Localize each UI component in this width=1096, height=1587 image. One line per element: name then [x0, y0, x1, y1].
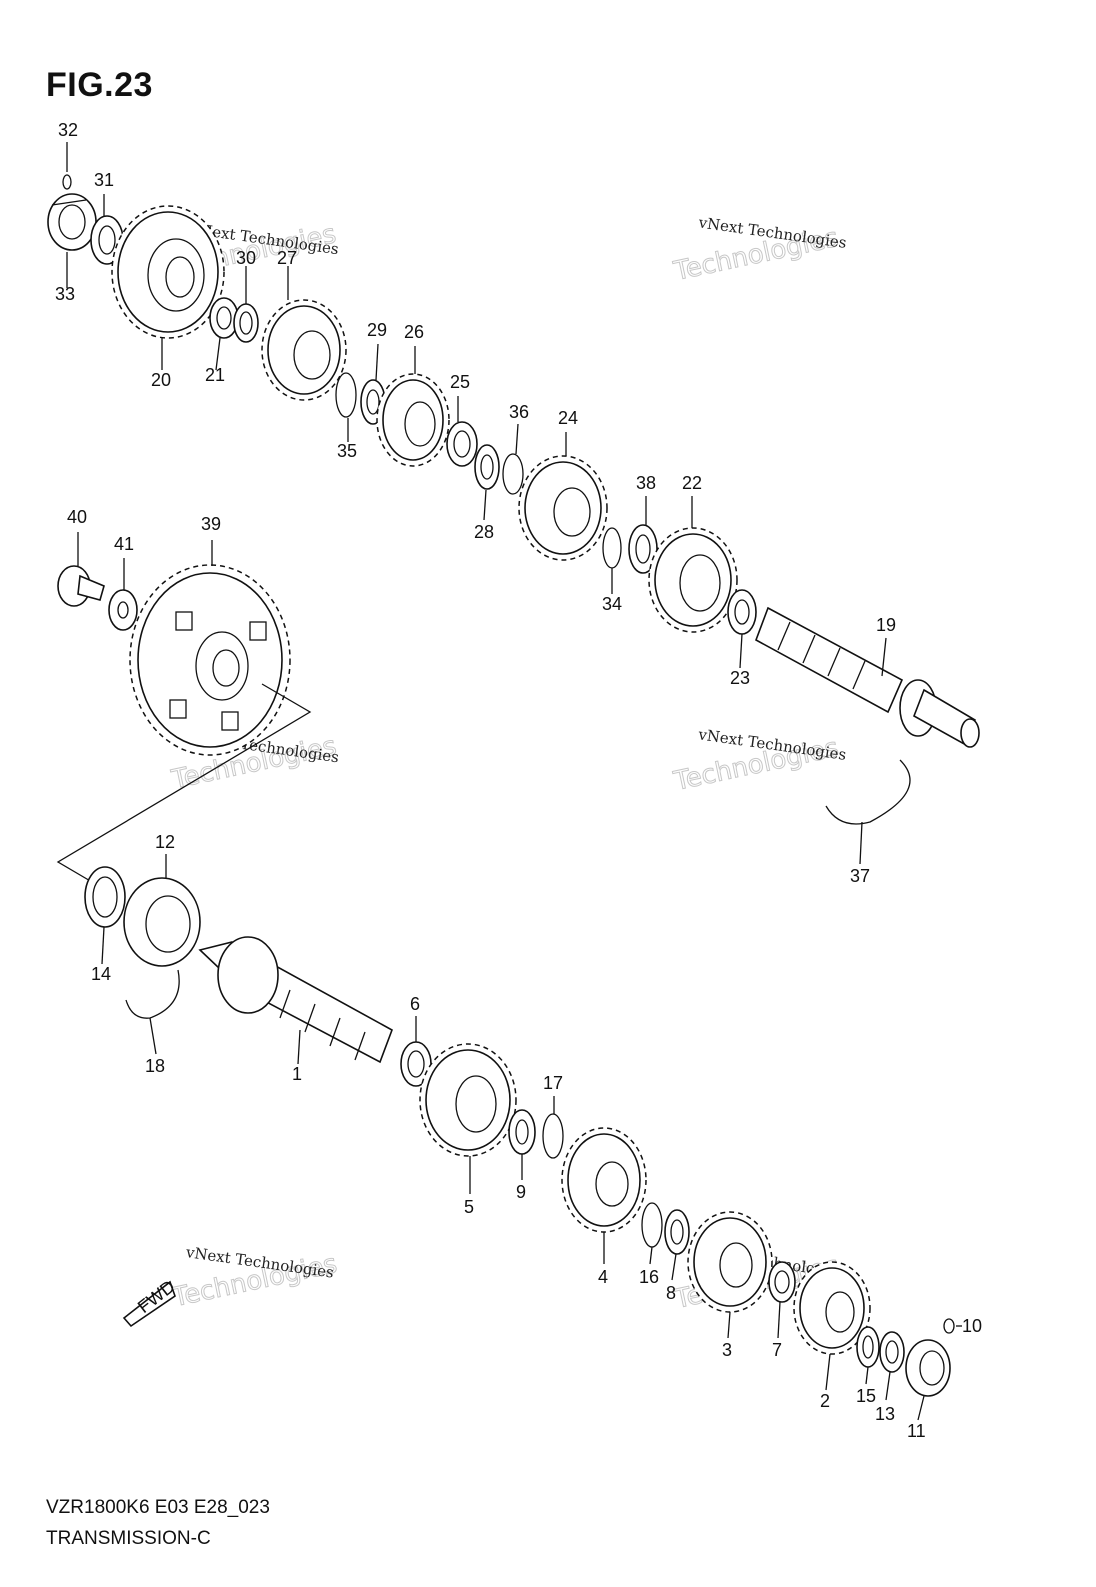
callout-13: 13 — [875, 1404, 895, 1424]
callout-3: 3 — [722, 1340, 732, 1360]
callout-9: 9 — [516, 1182, 526, 1202]
ring-part-10 — [943, 1318, 955, 1334]
gear-part-22 — [648, 527, 738, 633]
callout-7: 7 — [772, 1340, 782, 1360]
section-name: TRANSMISSION-C — [46, 1528, 211, 1549]
callout-36: 36 — [509, 402, 529, 422]
callout-30: 30 — [236, 248, 256, 268]
callout-41: 41 — [114, 534, 134, 554]
callout-5: 5 — [464, 1197, 474, 1217]
circlip-part-36 — [502, 453, 524, 495]
svg-text:FWD: FWD — [134, 1276, 179, 1317]
washer-part-30 — [233, 303, 259, 343]
callout-27: 27 — [277, 248, 297, 268]
gear-part-4 — [561, 1127, 647, 1233]
gear-part-24 — [518, 455, 608, 561]
bearing-part-11 — [905, 1339, 951, 1397]
callout-25: 25 — [450, 372, 470, 392]
bolt-part-40 — [57, 565, 105, 607]
circlip-part-16 — [641, 1202, 663, 1248]
callout-leaders — [66, 194, 962, 1421]
gear-part-2 — [793, 1261, 871, 1355]
callout-18: 18 — [145, 1056, 165, 1076]
callout-10: 10 — [962, 1316, 982, 1336]
upper-countershaft-assembly — [47, 142, 980, 825]
callout-38: 38 — [636, 473, 656, 493]
callout-26: 26 — [404, 322, 424, 342]
callout-20: 20 — [151, 370, 171, 390]
gear-part-3 — [687, 1211, 773, 1313]
shaft-part-19 — [755, 606, 980, 748]
bushing-part-23 — [727, 589, 757, 635]
ring-part-32 — [62, 142, 72, 190]
bushing-part-7 — [768, 1261, 796, 1303]
callout-39: 39 — [201, 514, 221, 534]
forward-direction-arrow-icon: FWD — [122, 1276, 179, 1328]
washer-part-14 — [84, 866, 126, 928]
gear-part-27 — [261, 299, 347, 401]
snap-ring-part-18 — [125, 969, 180, 1019]
callout-4: 4 — [598, 1267, 608, 1287]
callout-17: 17 — [543, 1073, 563, 1093]
gear-part-20 — [111, 205, 225, 339]
washer-part-28 — [474, 444, 500, 490]
model-code: VZR1800K6 E03 E28_023 — [46, 1497, 270, 1518]
callout-6: 6 — [410, 994, 420, 1014]
bushing-part-25 — [446, 421, 478, 467]
callout-24: 24 — [558, 408, 578, 428]
callout-14: 14 — [91, 964, 111, 984]
callout-22: 22 — [682, 473, 702, 493]
callout-2: 2 — [820, 1391, 830, 1411]
gear-part-5 — [419, 1043, 517, 1157]
watermark-top-right: Technologies vNext Technologies — [670, 213, 848, 287]
callout-28: 28 — [474, 522, 494, 542]
lower-driveshaft-assembly — [84, 866, 955, 1397]
washer-part-9 — [508, 1109, 536, 1155]
callout-23: 23 — [730, 668, 750, 688]
shaft-part-1 — [198, 936, 393, 1064]
washer-part-8 — [664, 1209, 690, 1255]
callout-8: 8 — [666, 1283, 676, 1303]
circlip-part-35 — [335, 372, 357, 418]
callout-19: 19 — [876, 615, 896, 635]
callout-15: 15 — [856, 1386, 876, 1406]
circlip-part-34 — [602, 527, 622, 569]
callout-40: 40 — [67, 507, 87, 527]
callout-29: 29 — [367, 320, 387, 340]
callout-labels: 32 31 33 20 21 30 27 29 26 25 35 28 36 2… — [55, 120, 982, 1441]
callout-37: 37 — [850, 866, 870, 886]
callout-32: 32 — [58, 120, 78, 140]
gear-part-39 — [129, 564, 291, 756]
watermark-mid-right: Technologies vNext Technologies — [670, 725, 847, 797]
bearing-part-12 — [123, 877, 201, 967]
callout-34: 34 — [602, 594, 622, 614]
callout-35: 35 — [337, 441, 357, 461]
callout-31: 31 — [94, 170, 114, 190]
callout-11: 11 — [907, 1421, 926, 1441]
watermark-bottom-left: Technologies vNext Technologies — [169, 1243, 341, 1314]
snap-ring-part-37 — [825, 759, 911, 825]
figure-title: FIG.23 — [46, 66, 153, 104]
callout-21: 21 — [205, 365, 225, 385]
washer-part-41 — [108, 589, 138, 631]
gear-part-26 — [376, 373, 450, 467]
circlip-part-17 — [542, 1113, 564, 1159]
washer-part-15 — [856, 1326, 880, 1368]
callout-16: 16 — [639, 1267, 659, 1287]
callout-12: 12 — [155, 832, 175, 852]
callout-33: 33 — [55, 284, 75, 304]
callout-1: 1 — [292, 1064, 302, 1084]
bearing-part-33 — [47, 193, 97, 251]
washer-part-13 — [879, 1331, 905, 1373]
primary-driven-gear-assembly — [56, 564, 312, 883]
